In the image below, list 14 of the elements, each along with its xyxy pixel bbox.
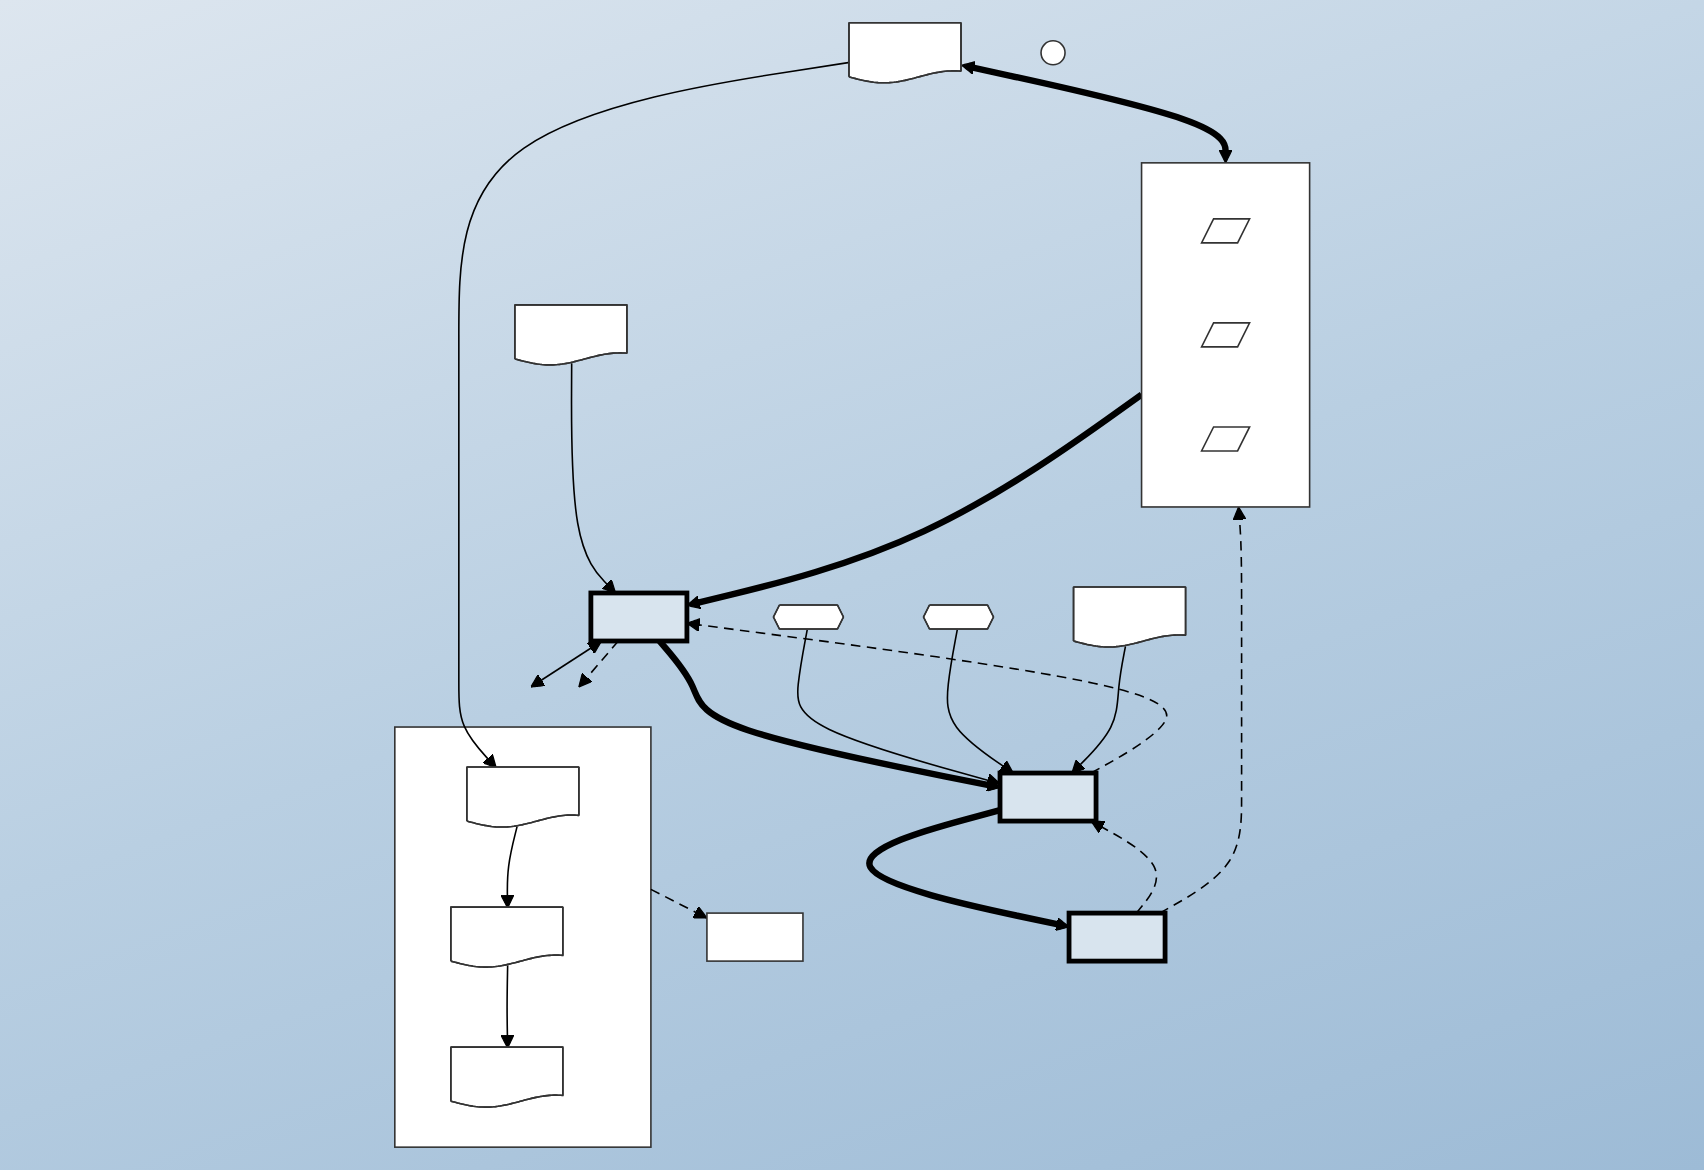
arrow: [1158, 506, 1247, 914]
arrow: [457, 61, 851, 769]
arrow: [570, 362, 616, 594]
arrow: [796, 629, 1001, 788]
arrow: [1090, 820, 1157, 914]
arrow: [866, 807, 1070, 932]
arrow: [960, 61, 1233, 164]
arrow: [946, 629, 1014, 774]
arrow: [649, 888, 708, 919]
arrow: [686, 392, 1144, 610]
arrow: [530, 640, 602, 688]
arrow: [686, 617, 1168, 774]
arrow: [1071, 645, 1127, 774]
arrow: [578, 640, 619, 688]
